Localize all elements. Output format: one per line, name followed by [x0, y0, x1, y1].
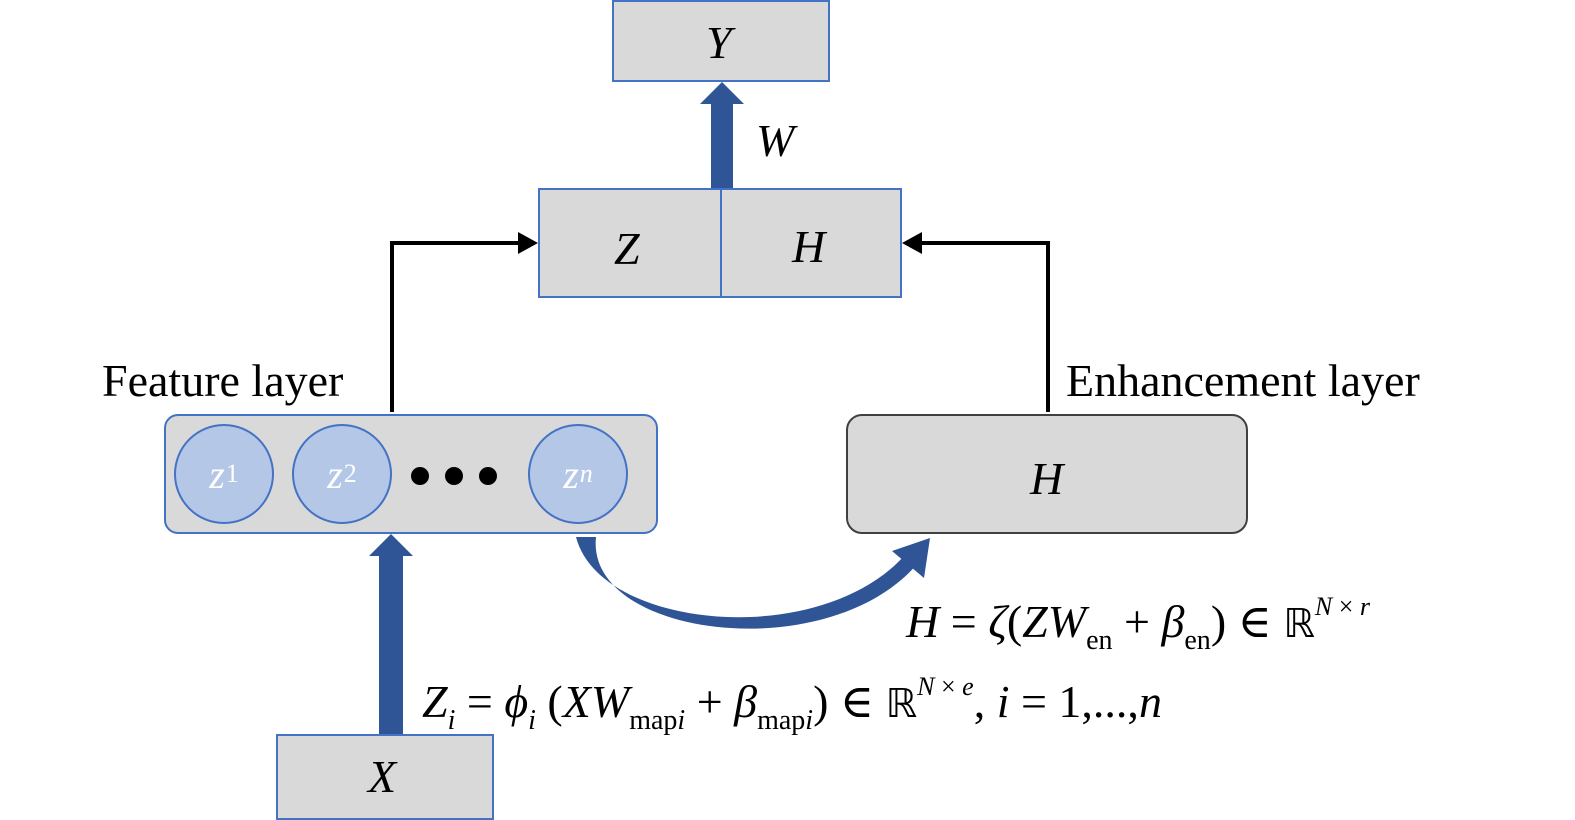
ff-sup-times: ×: [934, 672, 963, 701]
ff-z: Z: [422, 676, 448, 727]
ff-close: ): [813, 676, 829, 727]
ef-sup-times: ×: [1332, 592, 1360, 621]
ff-range: = 1,...,: [1009, 676, 1139, 727]
feature-node-n-base: z: [563, 451, 579, 497]
input-box: X: [276, 734, 494, 820]
feature-node-n-sub: n: [579, 459, 593, 488]
enhancement-h-label: H: [1030, 453, 1064, 504]
concat-z-label: Z: [614, 223, 640, 274]
ef-sub-en-2: en: [1184, 625, 1211, 656]
feature-to-z-arrow: [390, 241, 520, 412]
ff-open: (: [535, 676, 563, 727]
ff-beta: β: [734, 676, 758, 727]
concat-box: Z H: [538, 188, 902, 298]
ef-in: ∈: [1226, 596, 1284, 647]
enhancement-layer-box: H: [846, 414, 1248, 534]
ef-reals: ℝ: [1283, 601, 1315, 647]
ef-zeta: ζ: [988, 596, 1007, 647]
ff-sup-n: N: [917, 672, 935, 701]
ff-in: ∈: [828, 676, 886, 727]
ff-sup: N × e: [917, 672, 974, 701]
curved-arrow: [576, 537, 918, 629]
ef-sub-en-1: en: [1086, 625, 1113, 656]
feature-layer-title: Feature layer: [102, 355, 344, 406]
curved-arrow-head: [892, 538, 930, 578]
ff-comma: ,: [973, 676, 997, 727]
ff-sub-map-2: map: [757, 705, 806, 736]
ef-sup-r: r: [1359, 592, 1371, 621]
ef-plus: +: [1112, 596, 1162, 647]
feature-node-2-sub: 2: [343, 459, 357, 488]
ef-eq: =: [939, 596, 989, 647]
output-arrow-head: [700, 82, 744, 104]
ff-i: i: [996, 676, 1010, 727]
ff-reals: ℝ: [885, 681, 918, 727]
enhancement-to-h-arrow: [920, 241, 1050, 412]
output-label: Y: [706, 17, 732, 68]
ef-close: ): [1210, 596, 1227, 647]
ff-phi: ϕ: [504, 676, 529, 727]
feature-node-2-base: z: [327, 451, 343, 497]
output-arrow-shaft: [711, 100, 733, 192]
ef-beta: β: [1161, 596, 1185, 647]
feature-to-z-arrowhead: [518, 232, 538, 254]
ff-n: n: [1138, 676, 1162, 727]
feature-node-1-sub: 1: [225, 459, 239, 488]
ff-w: W: [590, 676, 630, 727]
enhancement-to-h-arrowhead: [902, 232, 922, 254]
ellipsis-dots: [411, 467, 497, 485]
ff-sub-map-i-1: i: [677, 705, 686, 736]
ff-sub-i: i: [447, 705, 456, 736]
enhancement-formula: H = ζ(ZWen + βen) ∈ ℝN × r: [906, 594, 1370, 655]
input-label: X: [368, 751, 397, 802]
feature-formula: Zi = ϕi (XWmapi + βmapi) ∈ ℝN × e, i = 1…: [422, 674, 1162, 735]
input-arrow-head: [369, 534, 413, 556]
enhancement-layer-title: Enhancement layer: [1066, 355, 1420, 406]
ef-sup: N × r: [1315, 592, 1370, 621]
ff-sub-map-1: map: [629, 705, 678, 736]
concat-divider: [720, 190, 722, 296]
weight-label: W: [756, 115, 795, 166]
ef-z: Z: [1022, 596, 1048, 647]
ef-open: (: [1006, 596, 1023, 647]
ff-sub-map-i-2: i: [805, 705, 814, 736]
ff-sup-e: e: [962, 672, 974, 701]
concat-h-label: H: [792, 221, 826, 272]
ff-phi-sub: i: [528, 705, 536, 736]
ff-x: X: [562, 676, 591, 727]
ff-plus: +: [685, 676, 735, 727]
output-box: Y: [612, 0, 830, 82]
input-arrow-shaft: [379, 555, 403, 735]
ef-lhs: H: [906, 596, 940, 647]
ef-sup-n: N: [1314, 592, 1333, 621]
feature-node-1-base: z: [209, 451, 225, 497]
ef-w: W: [1047, 596, 1087, 647]
ff-eq: =: [455, 676, 505, 727]
